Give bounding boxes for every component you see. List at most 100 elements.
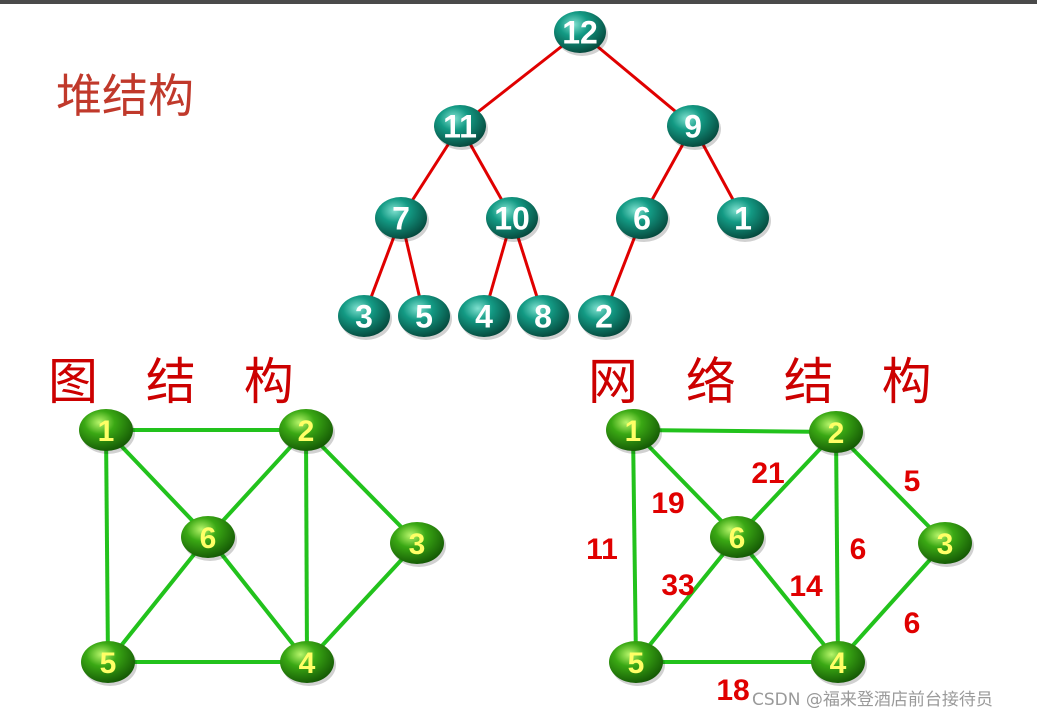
network-edge-3-4 xyxy=(836,541,947,664)
graph-node-5: 5 xyxy=(81,641,137,686)
heap-node-rll-circle xyxy=(578,295,630,337)
heap-node-rll-label: 2 xyxy=(595,299,613,335)
network-node-2: 2 xyxy=(809,411,865,456)
heap-node-llr-circle xyxy=(398,295,450,337)
heap-node-lrl-circle xyxy=(458,295,510,337)
network-node-5-label: 5 xyxy=(628,647,645,680)
weight-label-5-6: 33 xyxy=(661,569,694,602)
network-node-6-label: 6 xyxy=(729,522,746,555)
graph-node-4: 4 xyxy=(280,641,336,686)
graph-edge-6-4 xyxy=(206,535,309,664)
graph-node-1: 1 xyxy=(79,409,135,454)
network-node-3-circle xyxy=(918,522,972,564)
network-edge-1-6 xyxy=(631,428,739,539)
graph-edge-1-6 xyxy=(104,428,210,539)
network-edge-2-6 xyxy=(735,430,838,539)
heap-node-ll: 7 xyxy=(375,197,429,242)
network-node-3: 3 xyxy=(918,522,974,567)
heap-node-rl: 6 xyxy=(616,197,670,242)
graph-edge-2-6 xyxy=(206,428,308,539)
heap-node-lrr-circle xyxy=(517,295,569,337)
network-node-4: 4 xyxy=(811,641,867,686)
heap-edge-root-r xyxy=(579,30,694,128)
heap-node-ll-label: 7 xyxy=(392,201,410,237)
heap-node-ll-circle xyxy=(375,197,427,239)
heap-edge-root-l xyxy=(459,30,581,128)
network-node-2-label: 2 xyxy=(828,417,845,450)
weight-label-5-4: 18 xyxy=(716,674,749,707)
graph-node-2-label: 2 xyxy=(298,415,315,448)
network-edge-5-6 xyxy=(634,535,739,664)
heap-node-lll-circle xyxy=(338,295,390,337)
graph-node-3-label: 3 xyxy=(409,528,426,561)
graph-node-2-circle xyxy=(279,409,333,451)
graph-edge-2-4 xyxy=(304,429,309,663)
heap-node-lrr: 8 xyxy=(517,295,571,340)
network-title: 网 络 结 构 xyxy=(588,353,948,411)
network-node-6-circle xyxy=(710,516,764,558)
heap-node-l-circle xyxy=(434,105,486,147)
heap-node-lrl-label: 4 xyxy=(475,299,493,335)
heap-tree: 12 11 9 7 10 6 1 3 5 4 8 2 xyxy=(338,11,771,340)
graph-node-6-circle xyxy=(181,516,235,558)
graph-node-6: 6 xyxy=(181,516,237,561)
heap-node-lr-circle xyxy=(486,197,538,239)
weight-label-2-4: 6 xyxy=(850,533,867,566)
heap-node-rl-label: 6 xyxy=(633,201,651,237)
heap-node-lr: 10 xyxy=(486,197,540,242)
graph-node-4-label: 4 xyxy=(299,647,316,680)
graph-node-1-label: 1 xyxy=(98,415,115,448)
heap-node-lr-label: 10 xyxy=(494,201,530,237)
heap-node-root: 12 xyxy=(554,11,608,56)
graph-edge-2-3 xyxy=(304,428,419,545)
network-edge-6-4 xyxy=(735,535,840,664)
heap-node-root-circle xyxy=(554,11,606,53)
weight-label-1-6: 19 xyxy=(651,487,684,520)
heap-node-lrr-label: 8 xyxy=(534,299,552,335)
heap-node-l: 11 xyxy=(434,105,488,150)
heap-node-lll-label: 3 xyxy=(355,299,373,335)
heap-node-root-label: 12 xyxy=(562,15,598,51)
network-node-4-label: 4 xyxy=(830,647,847,680)
network-edge-2-3 xyxy=(834,430,947,545)
graph-edge-3-4 xyxy=(305,541,419,664)
heap-title: 堆结构 xyxy=(56,69,194,123)
graph-node-3-circle xyxy=(390,522,444,564)
heap-node-llr-label: 5 xyxy=(415,299,433,335)
graph-node-5-label: 5 xyxy=(100,647,117,680)
graph-title: 图 结 构 xyxy=(48,353,310,411)
heap-node-r: 9 xyxy=(667,105,721,150)
weight-label-1-5: 11 xyxy=(586,533,618,566)
heap-node-r-circle xyxy=(667,105,719,147)
weight-label-6-4: 14 xyxy=(789,570,823,603)
heap-node-rr-label: 1 xyxy=(734,201,752,237)
network-node-5-circle xyxy=(609,641,663,683)
graph-node-4-circle xyxy=(280,641,334,683)
heap-node-rll: 2 xyxy=(578,295,632,340)
weight-label-3-4: 6 xyxy=(904,607,921,640)
network-node-1-label: 1 xyxy=(625,415,642,448)
graph-structure: 1 2 3 4 5 6 xyxy=(79,409,446,686)
heap-node-rr: 1 xyxy=(717,197,771,242)
heap-node-r-label: 9 xyxy=(684,109,702,145)
network-node-5: 5 xyxy=(609,641,665,686)
network-node-3-label: 3 xyxy=(937,528,954,561)
graph-node-3: 3 xyxy=(390,522,446,567)
heap-node-lrl: 4 xyxy=(458,295,512,340)
network-edge-1-5 xyxy=(631,429,638,663)
heap-node-rr-circle xyxy=(717,197,769,239)
network-node-1: 1 xyxy=(606,409,662,454)
weight-label-2-6: 21 xyxy=(751,457,784,490)
graph-edge-1-5 xyxy=(104,429,110,663)
network-node-1-circle xyxy=(606,409,660,451)
top-border xyxy=(0,0,1037,4)
network-node-2-circle xyxy=(809,411,863,453)
heap-node-l-label: 11 xyxy=(443,109,477,145)
network-edge-2-4 xyxy=(834,431,840,663)
graph-node-6-label: 6 xyxy=(200,522,217,555)
graph-edge-5-6 xyxy=(106,535,210,664)
watermark: CSDN @福来登酒店前台接待员 xyxy=(752,690,993,710)
network-node-6: 6 xyxy=(710,516,766,561)
